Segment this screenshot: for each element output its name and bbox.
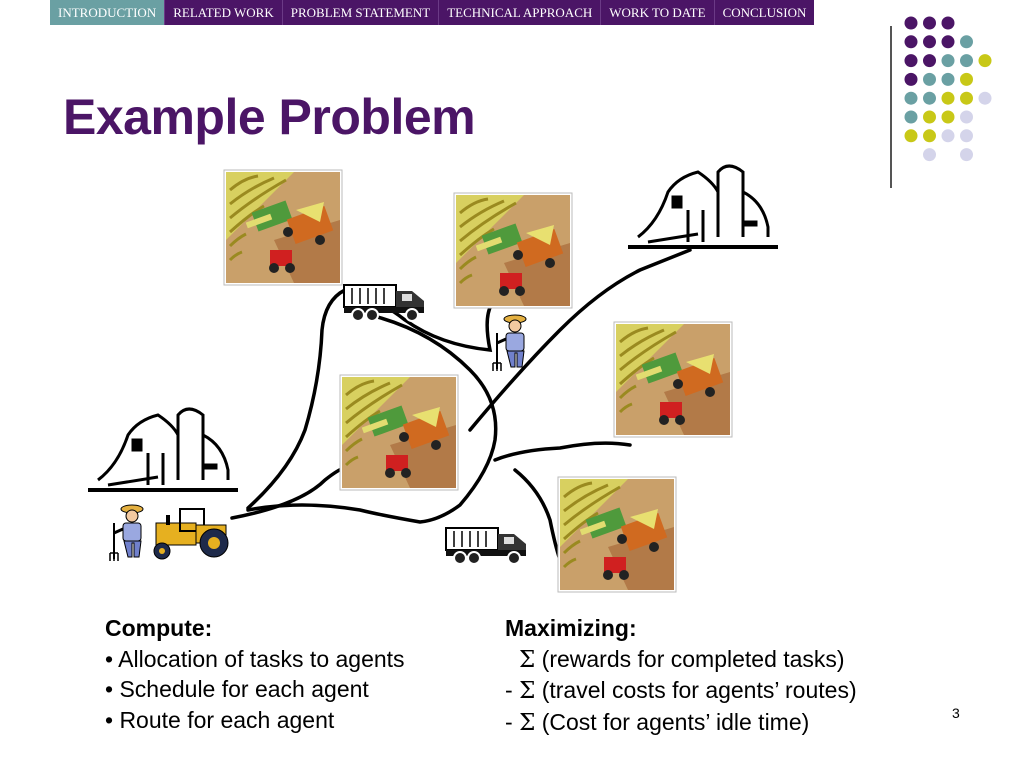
section-nav: INTRODUCTION RELATED WORK PROBLEM STATEM…: [50, 0, 815, 25]
tab-introduction[interactable]: INTRODUCTION: [50, 0, 166, 25]
road-network: [230, 248, 692, 562]
road: [513, 468, 562, 562]
compute-list: Compute: • Allocation of tasks to agents…: [105, 613, 405, 735]
maximizing-header: Maximizing:: [505, 615, 637, 641]
list-item: • Schedule for each agent: [105, 676, 369, 702]
decorative-dot: [923, 54, 936, 68]
list-item: - Σ (travel costs for agents’ routes): [505, 675, 857, 707]
decorative-dot: [960, 110, 973, 124]
tab-conclusion[interactable]: CONCLUSION: [722, 5, 807, 20]
list-item: • Allocation of tasks to agents: [105, 645, 405, 672]
decorative-dot: [904, 129, 918, 143]
decorative-dot: [904, 35, 918, 49]
compute-header: Compute:: [105, 615, 213, 641]
decorative-dot: [923, 91, 936, 105]
slide-title: Example Problem: [63, 89, 476, 145]
road: [468, 248, 692, 432]
decorative-dot: [941, 110, 955, 124]
decorative-dot: [941, 35, 955, 49]
divider-line: [890, 26, 892, 188]
maximizing-list: Maximizing: Σ (rewards for completed tas…: [505, 613, 857, 738]
decorative-dot: [904, 91, 918, 105]
decorative-dot: [960, 72, 973, 86]
tab-related-work[interactable]: RELATED WORK: [165, 0, 283, 25]
sigma-symbol: Σ: [519, 678, 536, 704]
list-item: - Σ (Cost for agents’ idle time): [505, 707, 857, 739]
barn-left: [86, 407, 240, 492]
decorative-dot: [960, 129, 973, 143]
item-prefix: -: [505, 677, 520, 703]
dump-truck-1: [343, 284, 425, 322]
field-1: [222, 168, 344, 287]
decorative-dot: [923, 129, 936, 143]
field-3: [612, 320, 734, 439]
field-4: [338, 373, 460, 492]
road: [246, 313, 498, 524]
decorative-dot: [904, 16, 918, 30]
tab-problem-statement[interactable]: PROBLEM STATEMENT: [283, 0, 440, 25]
decorative-dot: [923, 110, 936, 124]
barn-top-right: [626, 164, 780, 249]
sigma-symbol: Σ: [519, 709, 536, 736]
road: [493, 441, 632, 462]
decorative-dot: [978, 91, 992, 105]
field-5: [556, 475, 678, 594]
road: [246, 288, 347, 510]
list-item: • Route for each agent: [105, 706, 335, 733]
farmer-1: [491, 313, 528, 373]
page-number: 3: [952, 705, 960, 721]
decorative-dot: [904, 54, 918, 68]
list-item: Σ (rewards for completed tasks): [505, 644, 857, 676]
decorative-dot: [904, 110, 918, 124]
decorative-dot: [923, 72, 936, 86]
decorative-dot: [941, 129, 955, 143]
decorative-dot-grid: [904, 16, 992, 162]
item-text: (Cost for agents’ idle time): [535, 708, 810, 735]
decorative-dot: [960, 54, 973, 68]
decorative-dot: [960, 148, 973, 162]
field-2: [452, 191, 574, 310]
item-text: (travel costs for agents’ routes): [535, 677, 857, 703]
tractor: [153, 508, 229, 560]
item-prefix: -: [505, 708, 520, 735]
decorative-dot: [960, 91, 973, 105]
farmer-2: [108, 503, 145, 563]
tab-technical-approach[interactable]: TECHNICAL APPROACH: [439, 0, 602, 25]
dump-truck-2: [445, 527, 527, 565]
tab-work-to-date[interactable]: WORK TO DATE: [601, 0, 715, 25]
sigma-symbol: Σ: [519, 646, 536, 673]
decorative-dot: [978, 54, 992, 68]
decorative-dot: [923, 16, 936, 30]
dots: [904, 16, 992, 162]
decorative-dot: [904, 72, 918, 86]
decorative-dot: [941, 72, 955, 86]
decorative-dot: [923, 148, 936, 162]
decorative-dot: [941, 54, 955, 68]
decorative-dot: [941, 91, 955, 105]
item-text: (rewards for completed tasks): [535, 645, 845, 672]
decorative-dot: [941, 16, 955, 30]
decorative-dot: [960, 35, 973, 49]
decorative-dot: [923, 35, 936, 49]
